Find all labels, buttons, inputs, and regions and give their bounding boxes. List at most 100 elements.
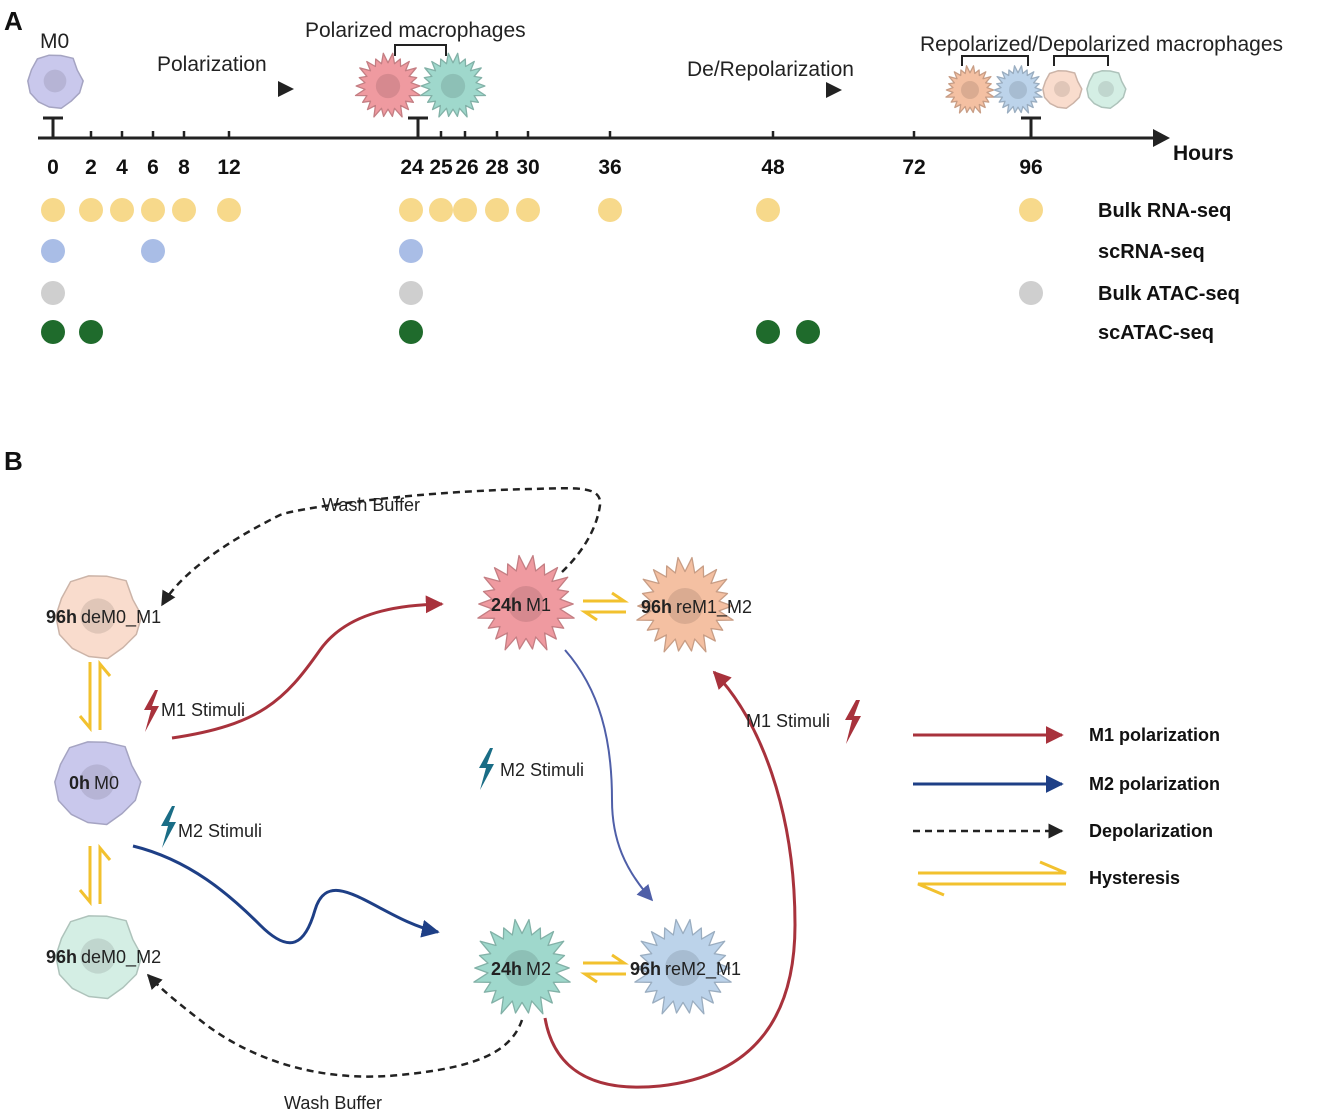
assay-dot [598,198,622,222]
cell-name: M0 [94,773,119,793]
m2-stimuli-left-label: M2 Stimuli [178,821,262,841]
assay-dot [41,320,65,344]
m2-stimuli-bolt-mid [479,748,494,790]
assay-dot [79,198,103,222]
m0-to-m1-arrow [171,595,444,740]
polarized-macrophages-label: Polarized macrophages [305,19,526,42]
hysteresis-m0-dem0m2 [78,843,112,907]
polarization-label: Polarization [157,53,267,76]
assay-dot [217,198,241,222]
panel-b-label: B [4,446,23,476]
marker-0h [43,116,63,138]
assay-label: scRNA-seq [1098,241,1205,263]
m0-top-label: M0 [40,30,69,53]
polarized-bracket [394,44,447,56]
tick-label: 96 [1019,156,1042,179]
cell-time: 96h [46,947,77,967]
m2-stimuli-mid-label: M2 Stimuli [500,760,584,780]
m1-stimuli-bolt-right [845,700,861,744]
panel-a-m0-cell [27,54,84,110]
m1-to-rem1m2-m2-arrow [564,649,654,902]
assay-dot [1019,198,1043,222]
repolarized-macrophages-label: Repolarized/Depolarized macrophages [920,33,1283,56]
hysteresis-m0-dem0m1 [78,659,112,733]
timeline-arrowhead [1153,129,1170,147]
panel-a-rem2m1-cell [993,65,1043,114]
assay-label: Bulk RNA-seq [1098,200,1231,222]
legend-m1-label: M1 polarization [1089,725,1220,745]
assay-dot [756,198,780,222]
de-repolarization-label: De/Repolarization [687,58,854,81]
cell-time: 0h [69,773,90,793]
hysteresis-m2-rem2m1 [580,953,629,984]
depolarized-bracket [1053,55,1109,66]
cell-rem2-m1 [634,918,732,1015]
cell-name: M1 [526,595,551,615]
wash-buffer-top: Wash Buffer [322,495,420,515]
assay-dot [110,198,134,222]
m2-to-rem2m1-m1-arrow [543,670,797,1089]
assay-dot [453,198,477,222]
panel-a-dem0m2-cell [1086,70,1127,109]
cell-name: deM0_M1 [81,607,161,628]
assay-dot [79,320,103,344]
cell-time: 24h [491,595,522,615]
assay-dot [485,198,509,222]
wash-buffer-bottom: Wash Buffer [284,1093,382,1113]
panel-a-m1-cell [354,52,422,118]
cell-name: M2 [526,959,551,979]
assay-dot [399,281,423,305]
tick-label: 4 [116,156,128,179]
m2-stimuli-bolt-left [161,806,176,848]
panel-a-rem1m2-cell [945,65,995,114]
assay-dot-layer [41,198,1043,344]
assay-dot [399,198,423,222]
legend-hysteresis-arrows [917,860,1067,897]
cell-m2 [473,918,571,1015]
cell-time: 96h [46,607,77,627]
cell-time: 96h [630,959,661,979]
cell-m0 [54,741,142,826]
assay-dot [41,281,65,305]
m1-stimuli-bolt-left [144,690,159,732]
assay-dot [141,198,165,222]
repolarized-bracket [961,55,1029,66]
assay-dot [429,198,453,222]
assay-label: Bulk ATAC-seq [1098,283,1240,305]
cell-name: deM0_M2 [81,947,161,968]
de-repolarization-arrowhead [826,82,842,98]
assay-dot [1019,281,1043,305]
assay-label: scATAC-seq [1098,322,1214,344]
cell-m1 [477,554,575,651]
m2-to-dem0m2-dashed-arrow [146,973,524,1078]
tick-label: 24 [400,156,424,179]
assay-dot [399,320,423,344]
marker-96h [1021,116,1041,138]
m0-to-m2-arrow [132,844,440,945]
m1-stimuli-left-label: M1 Stimuli [161,700,245,720]
assay-dot [141,239,165,263]
polarization-arrowhead [278,81,294,97]
tick-label: 25 [429,156,453,179]
tick-label: 8 [178,156,190,179]
cell-dem0-m2 [55,915,143,1000]
panel-a-dem0m1-cell [1042,70,1083,109]
tick-label: 48 [761,156,785,179]
cell-dem0-m1 [55,575,143,660]
cell-name: reM2_M1 [665,959,741,980]
m1-to-dem0m1-dashed-arrow [160,486,602,607]
cell-time: 96h [641,597,672,617]
legend-m2-label: M2 polarization [1089,774,1220,794]
tick-label: 6 [147,156,159,179]
tick-label: 2 [85,156,97,179]
assay-dot [796,320,820,344]
cell-name: reM1_M2 [676,597,752,618]
